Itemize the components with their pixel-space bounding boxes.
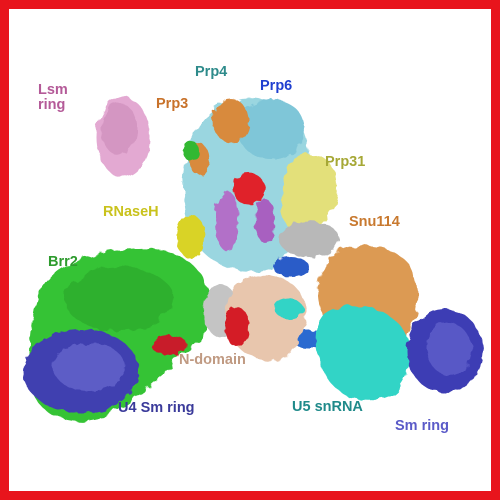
label-prp4: Prp4	[195, 64, 228, 80]
u4-sm-ring-density	[23, 329, 139, 413]
core-red-density	[233, 173, 265, 205]
red-density-small	[151, 335, 187, 355]
label-prp6: Prp6	[260, 78, 293, 94]
lsm-ring-density	[96, 97, 150, 177]
label-prp3: Prp3	[156, 96, 189, 112]
prp31-density	[281, 154, 337, 235]
label-n-domain: N-domain	[179, 352, 246, 368]
label-lsm-ring: Lsm ring	[38, 82, 68, 114]
core-purple-density	[215, 191, 275, 251]
rnaseh-density	[177, 215, 205, 259]
label-snu114: Snu114	[349, 214, 400, 230]
label-sm-ring: Sm ring	[395, 418, 449, 434]
u5-snrna-density	[275, 299, 411, 401]
label-u5-snrna: U5 snRNA	[292, 399, 363, 415]
n-domain-density	[226, 275, 306, 361]
cryo-em-density-map	[23, 97, 483, 422]
label-prp31: Prp31	[325, 154, 366, 170]
green-density-small	[183, 141, 199, 161]
label-u4-sm-ring: U4 Sm ring	[118, 400, 195, 416]
label-brr2: Brr2	[48, 254, 78, 270]
red-density-nterm	[225, 307, 249, 347]
label-rnaseh: RNaseH	[103, 204, 159, 220]
prp6-density	[237, 99, 305, 159]
sm-ring-density	[407, 309, 483, 393]
